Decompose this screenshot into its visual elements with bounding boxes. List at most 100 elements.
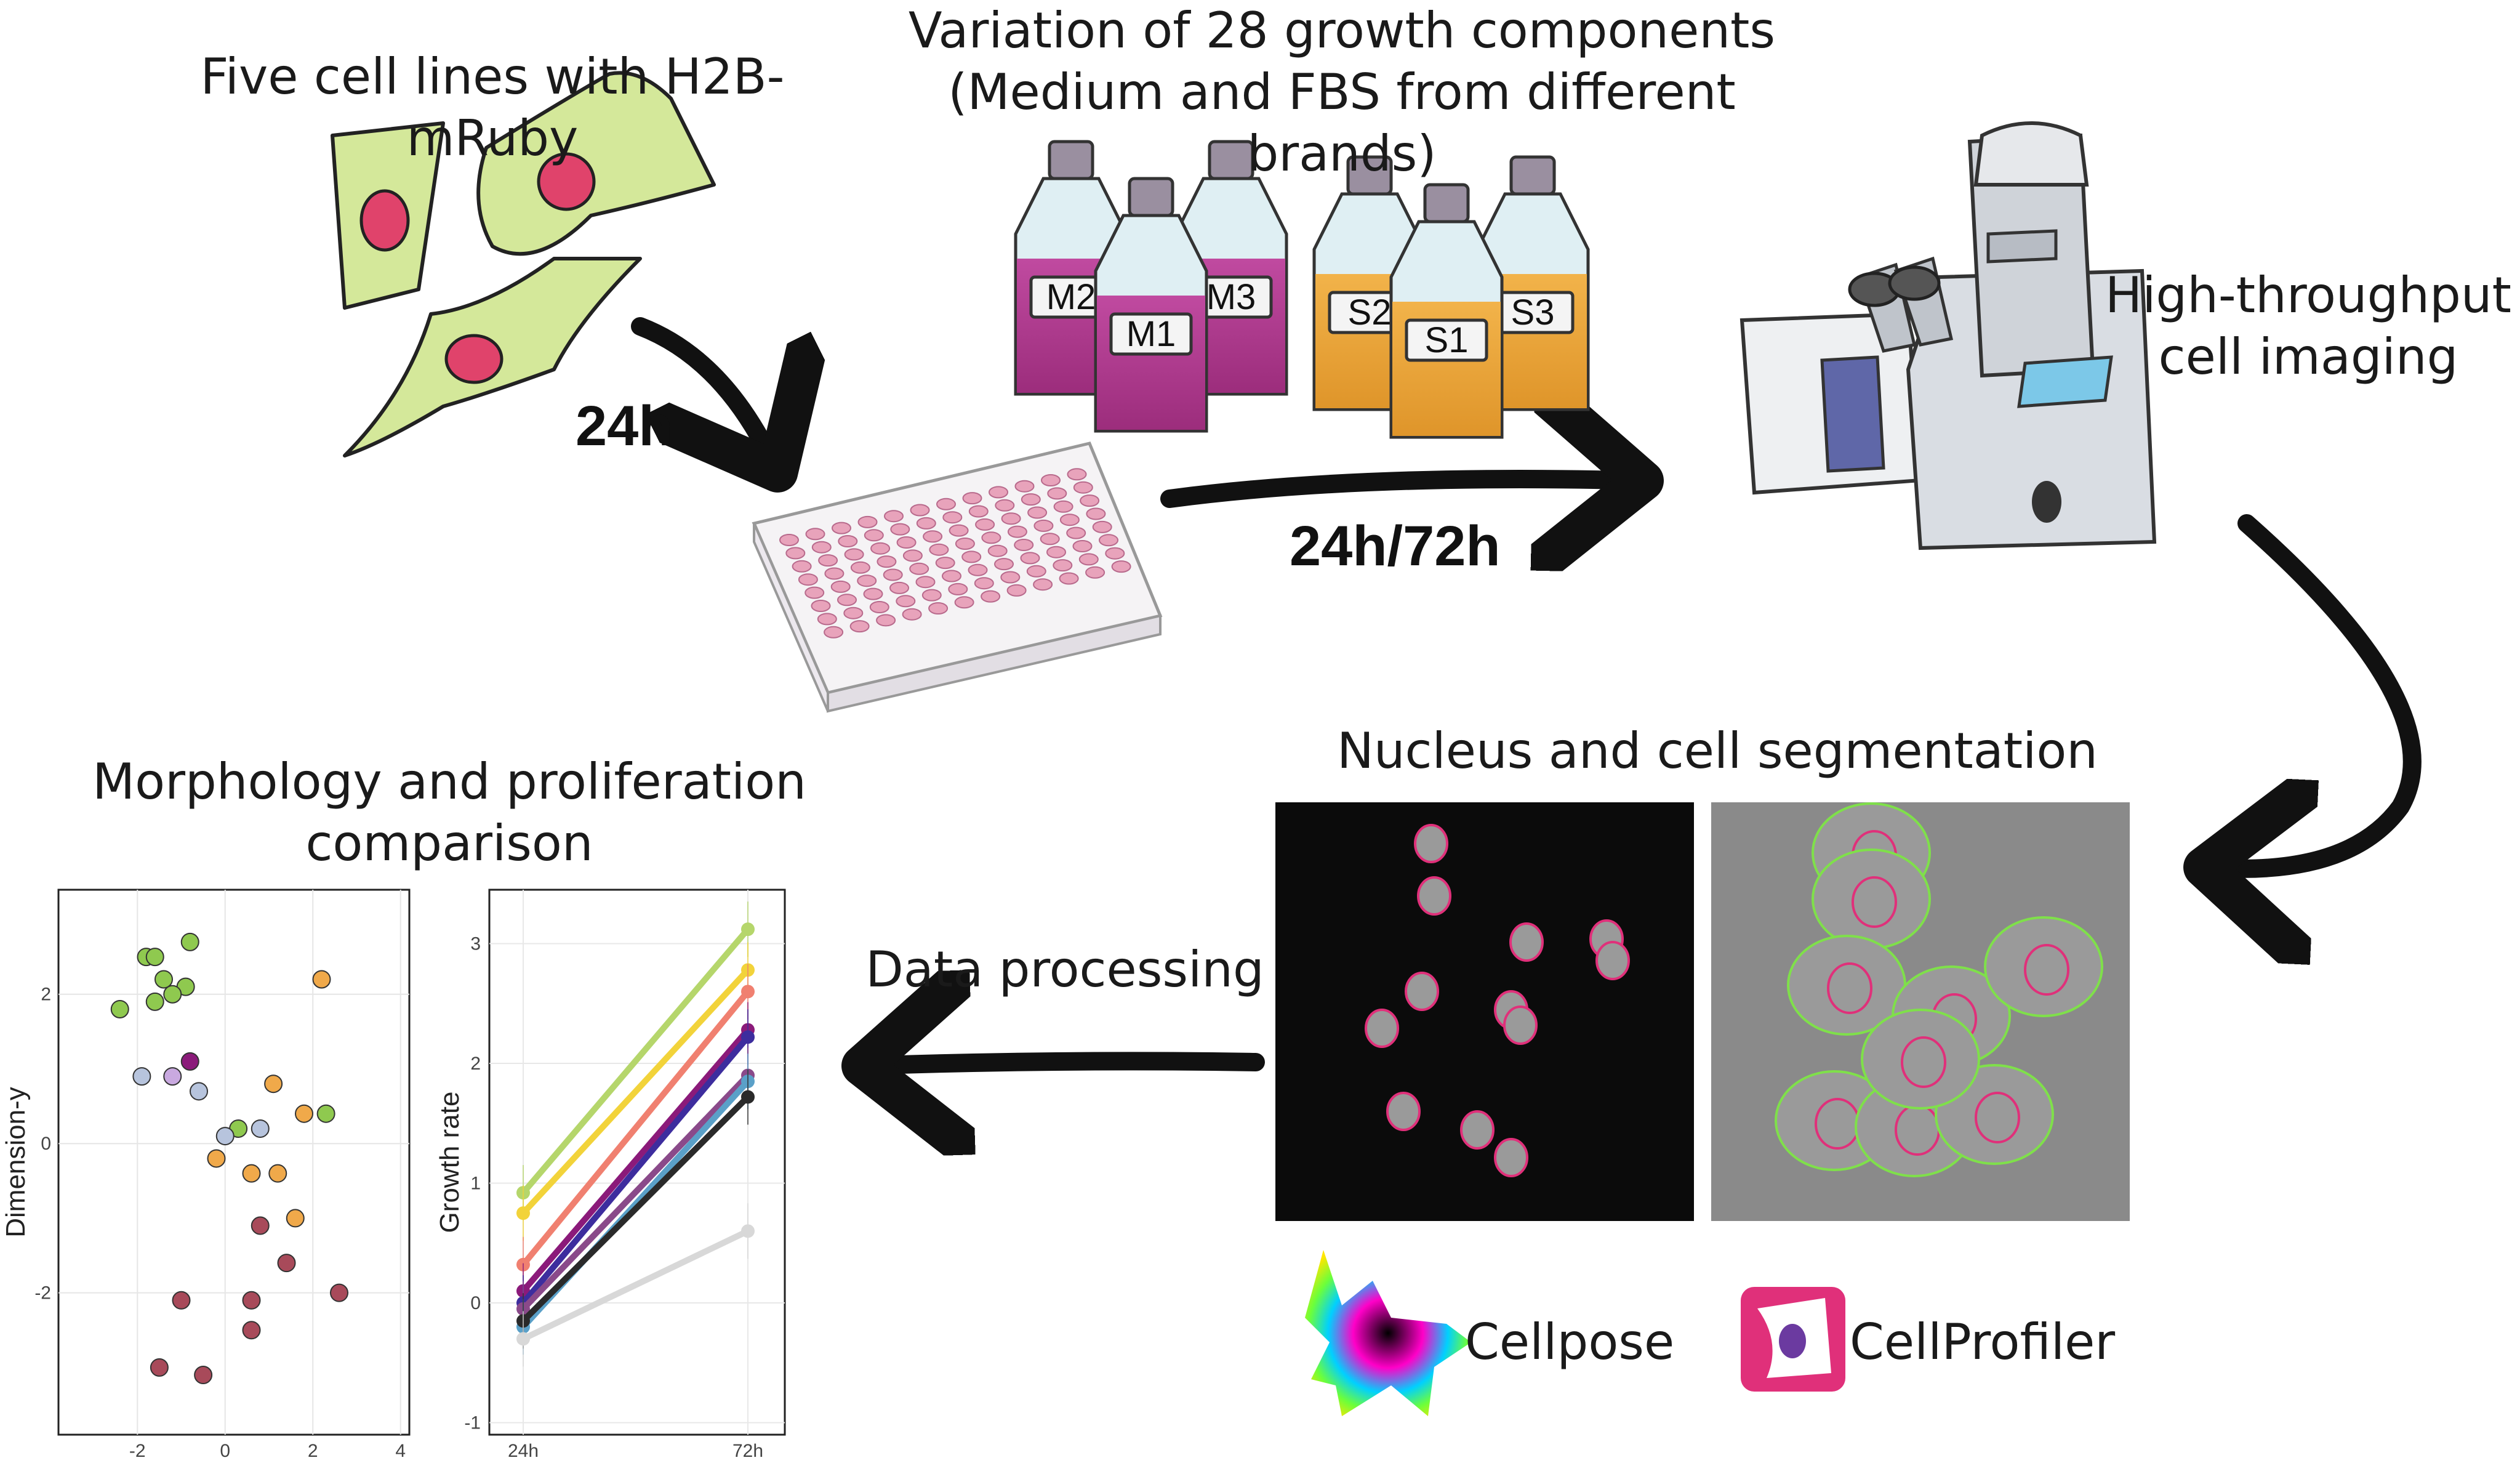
nucleus [444, 334, 504, 384]
scatter-point [242, 1291, 261, 1310]
cellpose-logo [1305, 1250, 1471, 1416]
well [989, 486, 1008, 499]
series-line [520, 967, 751, 1217]
well [1014, 480, 1035, 493]
well [942, 570, 961, 582]
well [883, 568, 903, 581]
well [929, 543, 949, 556]
scatter-point [163, 1067, 182, 1086]
well [974, 577, 994, 590]
nucleus-spot [1386, 1092, 1421, 1131]
well [994, 558, 1014, 571]
well [818, 554, 838, 567]
well [902, 549, 923, 562]
y-axis-label: Dimension-y [1, 1087, 31, 1238]
cell-outline [1812, 848, 1931, 949]
arrow-segmentation-to-analysis [880, 1061, 1265, 1065]
well [877, 555, 897, 568]
comparison-title-line1: Morphology and proliferation [92, 753, 806, 810]
cell-outline [1861, 1009, 1980, 1110]
scatter-point [110, 999, 129, 1018]
y-tick-label: 2 [41, 985, 51, 1005]
series-line [520, 1094, 751, 1324]
series-line [520, 1072, 751, 1312]
well [1026, 565, 1046, 578]
time-label-24h: 24h [576, 395, 673, 457]
well [1014, 539, 1034, 551]
cellprofiler-logo [1741, 1287, 1845, 1392]
well [785, 547, 806, 560]
segmentation-title: Nucleus and cell segmentation [1337, 722, 2098, 780]
well [910, 504, 930, 517]
well [1000, 571, 1021, 584]
well [909, 562, 929, 575]
well [824, 626, 844, 639]
well [838, 535, 858, 547]
flask-cap [1423, 183, 1470, 224]
well [1027, 506, 1048, 519]
flask: M1 [1094, 177, 1208, 433]
series-point [741, 985, 755, 999]
nucleus-spot [1494, 1138, 1528, 1177]
scatter-point [180, 1052, 199, 1071]
cellpose-label: Cellpose [1465, 1313, 1675, 1371]
well [811, 600, 831, 612]
well-plate [752, 441, 1163, 713]
well [923, 530, 943, 543]
nucleus-spot [1503, 1006, 1538, 1045]
well [949, 524, 969, 537]
scatter-point [268, 1164, 287, 1183]
flask-label: M3 [1206, 277, 1256, 317]
well [1080, 494, 1100, 507]
well [817, 613, 837, 626]
series-line [520, 988, 751, 1268]
series-line [520, 1026, 751, 1294]
scatter-point [316, 1104, 335, 1123]
well [830, 580, 851, 593]
imaging-title: High-throughput cell imaging [2093, 265, 2520, 388]
imaging-title-line2: cell imaging [2158, 328, 2458, 385]
scatter-point [264, 1074, 283, 1094]
well [798, 573, 818, 586]
nucleus-spot [1595, 941, 1630, 980]
y-tick-label: 1 [470, 1174, 481, 1194]
well [995, 499, 1015, 512]
flask-label-box [1405, 318, 1488, 362]
nucleus-outline [1852, 876, 1897, 928]
scatter-point [180, 932, 199, 951]
well [824, 567, 845, 580]
well [1078, 553, 1099, 566]
series-point [741, 1090, 755, 1104]
arrow-plate-to-microscope [1160, 479, 1625, 499]
scatter-point [242, 1164, 261, 1183]
cellprofiler-label: CellProfiler [1850, 1313, 2116, 1371]
flask-label: S3 [1511, 292, 1555, 332]
well [961, 550, 982, 563]
cell-shape [476, 71, 716, 256]
nucleus-spot [1414, 824, 1448, 863]
well [811, 541, 832, 554]
well [1053, 559, 1073, 572]
scatter-point [190, 1082, 208, 1101]
scatter-point [312, 970, 331, 989]
well [981, 590, 1001, 603]
well [850, 561, 870, 574]
arrow-microscope-to-segmentation [2222, 514, 2422, 869]
flask: S1 [1389, 183, 1504, 439]
flask-label: S1 [1425, 320, 1469, 360]
scatter-point [286, 1209, 305, 1228]
series-point [741, 922, 755, 937]
well [857, 574, 877, 587]
scatter-point [295, 1104, 313, 1123]
nucleus [359, 189, 410, 252]
cell-illustrations [331, 71, 716, 457]
nucleus-outline [2024, 944, 2069, 996]
scatter-point [145, 948, 164, 967]
well [837, 594, 857, 607]
well [921, 589, 942, 602]
well [832, 522, 851, 534]
well [1033, 519, 1054, 532]
comparison-title-line2: comparison [305, 815, 593, 872]
